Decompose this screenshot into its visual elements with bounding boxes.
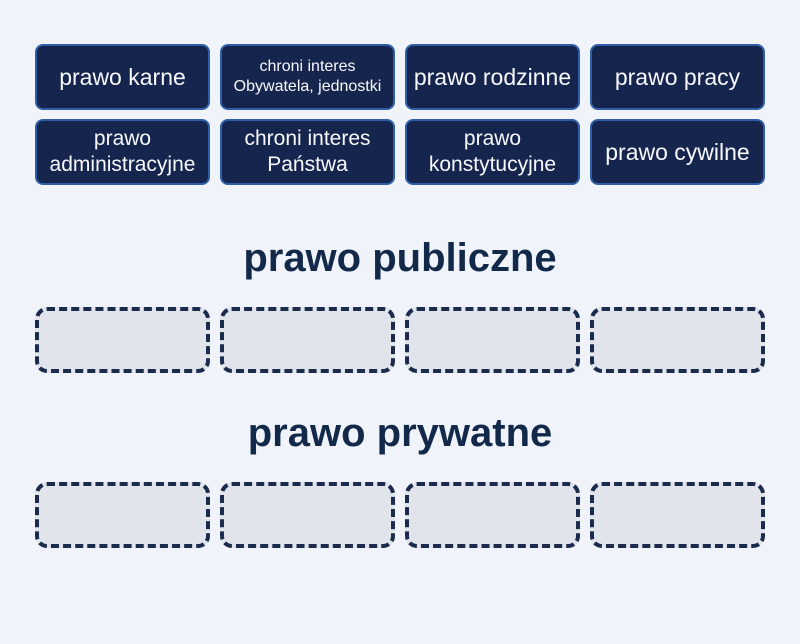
draggable-tile-prawo-pracy[interactable]: prawo pracy <box>590 44 765 110</box>
group-prywatne: prawo prywatne <box>0 407 800 548</box>
group-title-publiczne: prawo publiczne <box>243 236 557 280</box>
draggable-tile-prawo-karne[interactable]: prawo karne <box>35 44 210 110</box>
tile-pool: prawo karne chroni interes Obywatela, je… <box>35 44 765 185</box>
drop-slot-publiczne-4[interactable] <box>590 307 765 373</box>
drop-slot-prywatne-2[interactable] <box>220 482 395 548</box>
group-sort-board: prawo karne chroni interes Obywatela, je… <box>0 44 800 644</box>
draggable-tile-chroni-interes-panstwa[interactable]: chroni interes Państwa <box>220 119 395 185</box>
drop-slot-prywatne-1[interactable] <box>35 482 210 548</box>
draggable-tile-prawo-administracyjne[interactable]: prawo administracyjne <box>35 119 210 185</box>
slot-row-prywatne <box>35 482 765 548</box>
group-title-prywatne: prawo prywatne <box>247 411 553 455</box>
drop-slot-publiczne-3[interactable] <box>405 307 580 373</box>
drop-slot-publiczne-1[interactable] <box>35 307 210 373</box>
slot-row-publiczne <box>35 307 765 373</box>
group-publiczne: prawo publiczne <box>0 232 800 373</box>
drop-slot-prywatne-4[interactable] <box>590 482 765 548</box>
draggable-tile-prawo-rodzinne[interactable]: prawo rodzinne <box>405 44 580 110</box>
draggable-tile-prawo-konstytucyjne[interactable]: prawo konstytucyjne <box>405 119 580 185</box>
drop-slot-publiczne-2[interactable] <box>220 307 395 373</box>
draggable-tile-prawo-cywilne[interactable]: prawo cywilne <box>590 119 765 185</box>
draggable-tile-chroni-interes-obywatela[interactable]: chroni interes Obywatela, jednostki <box>220 44 395 110</box>
drop-slot-prywatne-3[interactable] <box>405 482 580 548</box>
